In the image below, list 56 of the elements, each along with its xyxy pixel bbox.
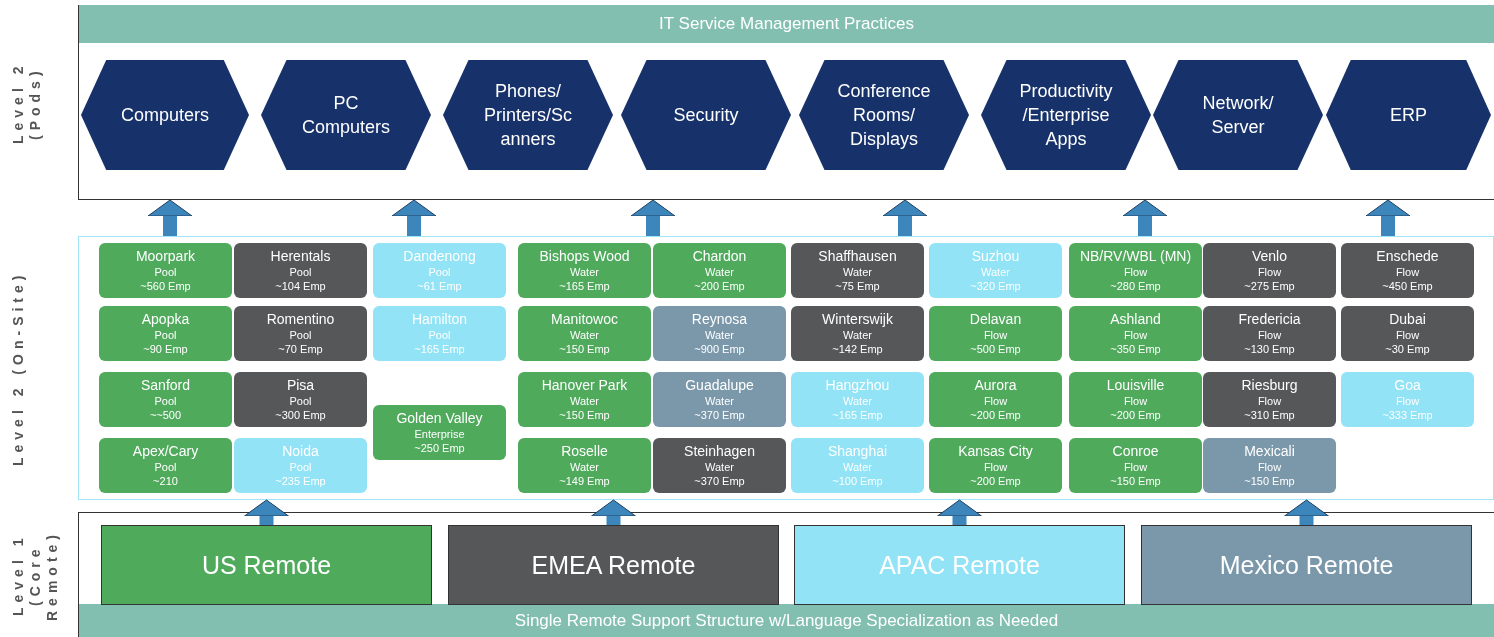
- region-box: US Remote: [101, 525, 432, 605]
- site-card: Steinhagen Water ~370 Emp: [653, 438, 786, 493]
- site-card: Dubai Flow ~30 Emp: [1341, 306, 1474, 361]
- site-card: Apex/Cary Pool ~210: [99, 438, 232, 493]
- site-card: Romentino Pool ~70 Emp: [234, 306, 367, 361]
- site-card: Apopka Pool ~90 Emp: [99, 306, 232, 361]
- header-band: Single Remote Support Structure w/Language Specialization as Needed: [79, 604, 1494, 637]
- site-card: Pisa Pool ~300 Emp: [234, 372, 367, 427]
- site-card: Conroe Flow ~150 Emp: [1069, 438, 1202, 493]
- site-card: Roselle Water ~149 Emp: [518, 438, 651, 493]
- header-band: IT Service Management Practices: [79, 5, 1494, 43]
- site-card: Golden Valley Enterprise ~250 Emp: [373, 405, 506, 460]
- site-card: Reynosa Water ~900 Emp: [653, 306, 786, 361]
- panel: [78, 5, 1494, 200]
- site-card: Guadalupe Water ~370 Emp: [653, 372, 786, 427]
- site-card: Venlo Flow ~275 Emp: [1203, 243, 1336, 298]
- side-label: Level 2 (On-Site): [10, 269, 27, 468]
- site-card: Herentals Pool ~104 Emp: [234, 243, 367, 298]
- region-box: Mexico Remote: [1141, 525, 1472, 605]
- site-card: Dandenong Pool ~61 Emp: [373, 243, 506, 298]
- site-card: Louisville Flow ~200 Emp: [1069, 372, 1202, 427]
- site-card: Moorpark Pool ~560 Emp: [99, 243, 232, 298]
- site-card: Winterswijk Water ~142 Emp: [791, 306, 924, 361]
- site-card: Noida Pool ~235 Emp: [234, 438, 367, 493]
- panel: [78, 512, 1494, 637]
- node-label: Chardon: [692, 248, 747, 264]
- site-card: Enschede Flow ~450 Emp: [1341, 243, 1474, 298]
- region-box: EMEA Remote: [448, 525, 779, 605]
- site-card: Bishops Wood Water ~165 Emp: [518, 243, 651, 298]
- site-card: Hamilton Pool ~165 Emp: [373, 306, 506, 361]
- node-label: Water: [570, 266, 599, 278]
- site-card: Goa Flow ~333 Emp: [1341, 372, 1474, 427]
- panel: [78, 236, 1494, 500]
- site-card: Mexicali Flow ~150 Emp: [1203, 438, 1336, 493]
- site-card: Manitowoc Water ~150 Emp: [518, 306, 651, 361]
- region-box: APAC Remote: [794, 525, 1125, 605]
- site-card: Suzhou Water ~320 Emp: [929, 243, 1062, 298]
- site-card: Shaffhausen Water ~75 Emp: [791, 243, 924, 298]
- node-label: Bishops Wood: [539, 248, 630, 264]
- node-label: ~200 Emp: [694, 280, 745, 292]
- site-card: Riesburg Flow ~310 Emp: [1203, 372, 1336, 427]
- side-label: Level 2 (Pods): [10, 60, 44, 146]
- site-card: Aurora Flow ~200 Emp: [929, 372, 1062, 427]
- node-label: ~165 Emp: [559, 280, 610, 292]
- site-card: Kansas City Flow ~200 Emp: [929, 438, 1062, 493]
- site-card: Hanover Park Water ~150 Emp: [518, 372, 651, 427]
- site-card: Delavan Flow ~500 Emp: [929, 306, 1062, 361]
- side-label: Level 1 (Core Remote): [10, 528, 61, 622]
- site-card: Fredericia Flow ~130 Emp: [1203, 306, 1336, 361]
- site-card: Hangzhou Water ~165 Emp: [791, 372, 924, 427]
- site-card: Shanghai Water ~100 Emp: [791, 438, 924, 493]
- node-label: Water: [705, 266, 734, 278]
- site-card: Ashland Flow ~350 Emp: [1069, 306, 1202, 361]
- site-card: Chardon Water ~200 Emp: [653, 243, 786, 298]
- site-card: NB/RV/WBL (MN) Flow ~280 Emp: [1069, 243, 1202, 298]
- site-card: Sanford Pool ~~500: [99, 372, 232, 427]
